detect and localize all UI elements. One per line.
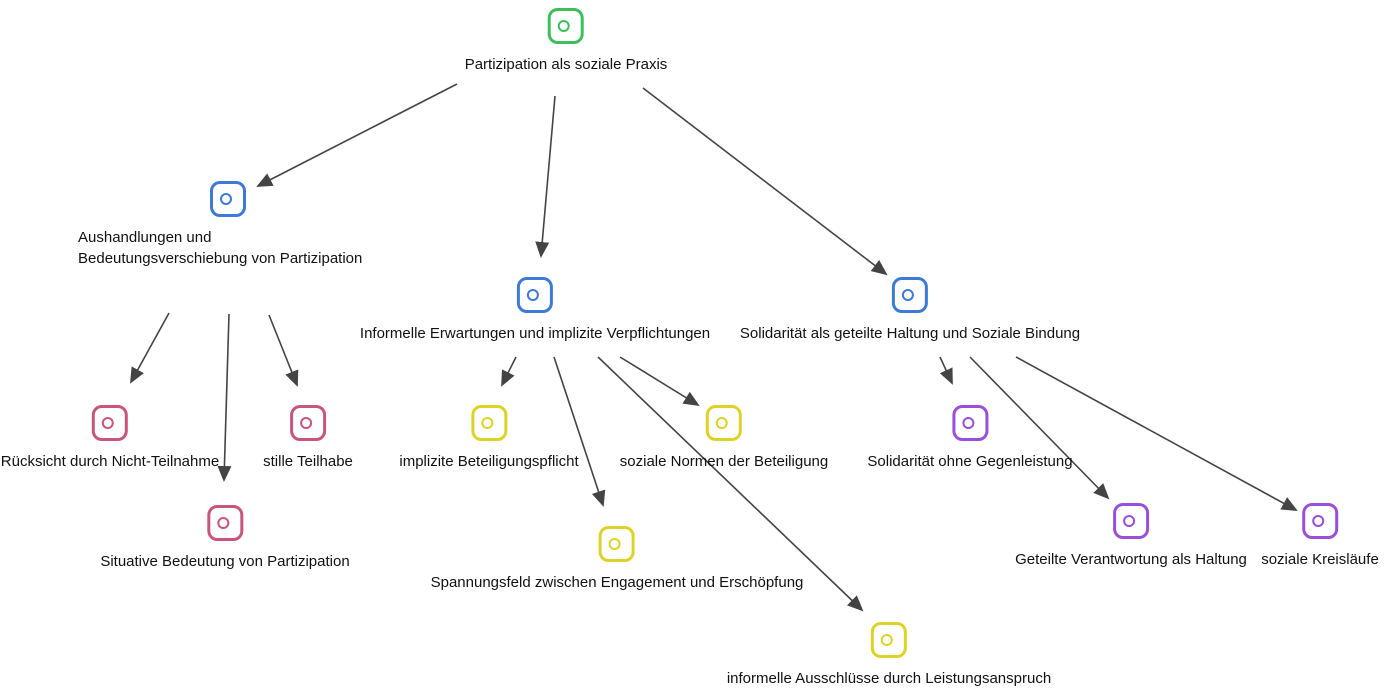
node-label: soziale Kreisläufe [1261, 551, 1379, 568]
edge-layer [130, 83, 1298, 612]
node-icon [952, 405, 988, 441]
node-normen[interactable]: soziale Normen der Beteiligung [620, 405, 828, 472]
edge-arrow-informelle-implizite [501, 356, 517, 387]
node-icon [891, 277, 928, 313]
node-icon [290, 405, 326, 441]
node-icon [1113, 503, 1149, 539]
node-ohne-gegenleistung[interactable]: Solidarität ohne Gegenleistung [867, 405, 1073, 472]
edge-arrow-solidaritaet-verantwortung [969, 356, 1110, 500]
node-icon [598, 526, 635, 562]
node-informelle[interactable]: Informelle Erwartungen und implizite Ver… [360, 277, 710, 344]
node-ausschluesse[interactable]: informelle Ausschlüsse durch Leistungsan… [727, 622, 1051, 689]
node-ruecksicht[interactable]: Rücksicht durch Nicht-Teilnahme [1, 405, 219, 472]
edge-arrow-informelle-spannungsfeld [553, 356, 606, 507]
node-icon [705, 405, 742, 441]
node-label: Solidarität als geteilte Haltung und Soz… [739, 325, 1081, 342]
node-label: Partizipation als soziale Praxis [464, 56, 668, 73]
node-icon [548, 8, 584, 44]
edge-arrow-solidaritaet-kreislaeufe [1015, 356, 1298, 511]
edge-arrow-root-informelle [535, 95, 556, 258]
node-icon [516, 277, 553, 313]
node-icon [207, 505, 243, 541]
node-label: Geteilte Verantwortung als Haltung [1015, 551, 1247, 568]
node-label: implizite Beteiligungspflicht [399, 453, 579, 470]
node-label: Spannungsfeld zwischen Engagement und Er… [430, 574, 804, 591]
edge-arrow-informelle-normen [619, 356, 700, 407]
node-label: Situative Bedeutung von Partizipation [100, 553, 350, 570]
edge-arrow-root-solidaritaet [642, 87, 888, 276]
node-spannungsfeld[interactable]: Spannungsfeld zwischen Engagement und Er… [430, 526, 804, 593]
node-solidaritaet[interactable]: Solidarität als geteilte Haltung und Soz… [740, 277, 1080, 344]
node-label: stille Teilhabe [263, 453, 353, 470]
node-label: informelle Ausschlüsse durch Leistungsan… [726, 670, 1052, 687]
edge-arrow-solidaritaet-ohne_gegenleistung [939, 356, 953, 385]
edge-arrow-root-aushandlungen [256, 83, 458, 187]
node-stille[interactable]: stille Teilhabe [263, 405, 353, 472]
node-label: Informelle Erwartungen und implizite Ver… [359, 325, 711, 342]
node-icon [91, 405, 128, 441]
node-label: Aushandlungen und Bedeutungsverschiebung… [78, 229, 363, 267]
node-label: Rücksicht durch Nicht-Teilnahme [0, 453, 220, 470]
edge-arrow-aushandlungen-stille [268, 314, 299, 387]
node-implizite[interactable]: implizite Beteiligungspflicht [399, 405, 579, 472]
node-situative[interactable]: Situative Bedeutung von Partizipation [100, 505, 350, 572]
node-label: Solidarität ohne Gegenleistung [867, 453, 1073, 470]
edge-arrow-informelle-ausschluesse [597, 356, 864, 612]
node-verantwortung[interactable]: Geteilte Verantwortung als Haltung [1015, 503, 1247, 570]
node-aushandlungen[interactable]: Aushandlungen und Bedeutungsverschiebung… [78, 181, 378, 269]
edge-arrow-aushandlungen-situative [217, 313, 232, 482]
node-label: soziale Normen der Beteiligung [619, 453, 829, 470]
node-icon [470, 405, 507, 441]
node-icon [1302, 503, 1338, 539]
node-root[interactable]: Partizipation als soziale Praxis [464, 8, 668, 75]
edge-arrow-aushandlungen-ruecksicht [130, 312, 170, 384]
node-icon [210, 181, 246, 217]
node-icon [870, 622, 907, 658]
node-kreislaeufe[interactable]: soziale Kreisläufe [1261, 503, 1379, 570]
